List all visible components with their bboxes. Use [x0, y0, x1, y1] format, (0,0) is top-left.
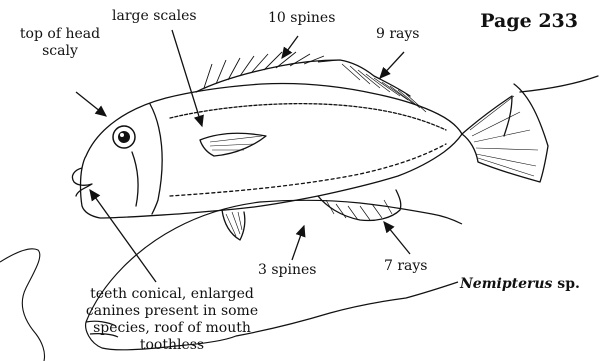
fish-outline [72, 60, 598, 240]
label-head-line1: top of head [10, 26, 110, 43]
arrow-head-scaly [76, 92, 106, 116]
label-teeth-line2: canines present in some [70, 303, 274, 320]
arrow-teeth [90, 190, 156, 282]
eye [113, 126, 135, 148]
species-suffix: sp. [552, 276, 579, 292]
lips [72, 168, 92, 196]
label-large-scales: large scales [112, 8, 197, 25]
species-caption: Nemipterus sp. [460, 276, 580, 292]
preopercle [132, 152, 138, 206]
dorsal-fin [196, 60, 410, 96]
arrow-large-scales [172, 30, 202, 126]
label-head-scaly: top of head scaly [10, 26, 110, 60]
background-curve-top [520, 76, 598, 92]
anal-fin [318, 190, 401, 221]
label-dorsal-rays: 9 rays [376, 26, 420, 43]
ventral-line [170, 144, 446, 196]
background-curve-left [0, 249, 45, 361]
arrow-anal-spines [292, 226, 304, 260]
gill-cover [150, 104, 162, 214]
pelvic-fin [222, 210, 245, 240]
dorsal-spines [204, 52, 338, 88]
arrow-dorsal-spines [282, 36, 298, 58]
label-anal-spines: 3 spines [258, 262, 316, 279]
pelvic-rays [226, 212, 242, 236]
pectoral-rays [210, 136, 262, 150]
label-head-line2: scaly [10, 43, 110, 60]
label-anal-rays: 7 rays [384, 258, 428, 275]
label-dorsal-spines: 10 spines [268, 10, 335, 27]
arrow-dorsal-rays [380, 52, 404, 78]
arrow-anal-rays [384, 222, 410, 254]
label-teeth-line1: teeth conical, enlarged [70, 286, 274, 303]
dorsal-rays [342, 64, 426, 112]
lateral-line [170, 104, 446, 130]
label-teeth-line4: toothless [70, 337, 274, 354]
callout-arrows [76, 30, 410, 282]
page-number: Page 233 [480, 10, 578, 32]
label-teeth: teeth conical, enlarged canines present … [70, 286, 274, 354]
label-teeth-line3: species, roof of mouth [70, 320, 274, 337]
caudal-fin [462, 84, 548, 182]
species-genus: Nemipterus [460, 276, 552, 292]
